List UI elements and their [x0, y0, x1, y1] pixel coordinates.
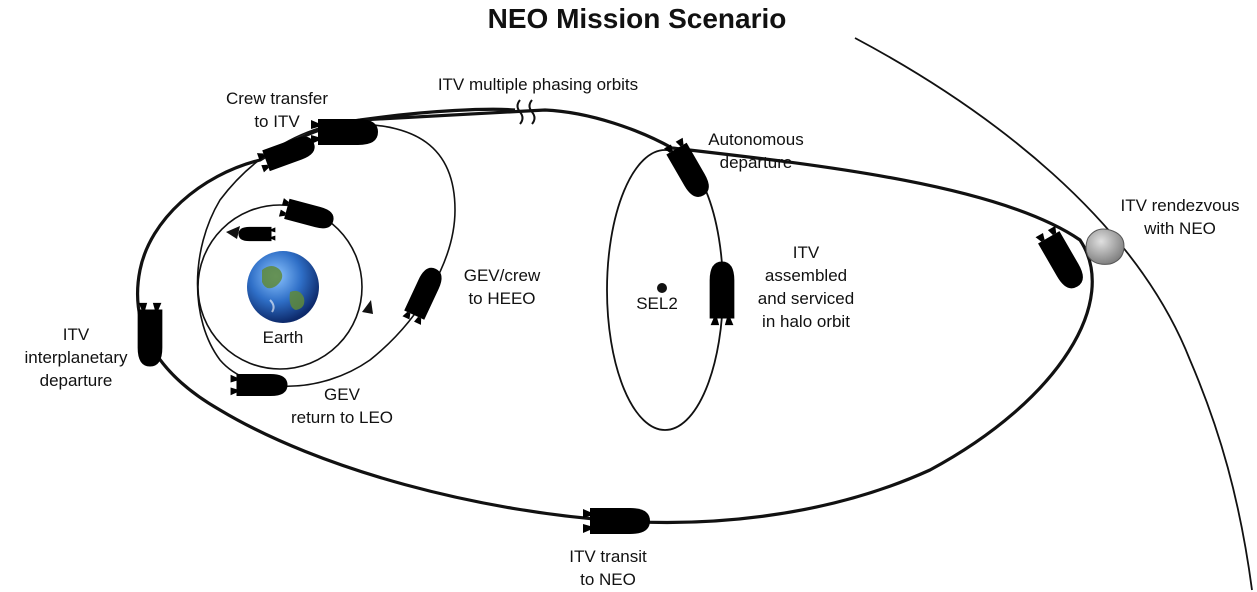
earth-icon	[247, 251, 319, 323]
itv-transit-craft-icon	[583, 508, 650, 534]
gev-small-leo-icon	[238, 226, 276, 242]
label-itv-rendezvous: ITV rendezvous with NEO	[1120, 196, 1239, 238]
gev-leo-craft-icon	[278, 197, 336, 232]
sel2-point	[657, 283, 667, 293]
svg-text:GEV: GEV	[324, 385, 361, 404]
label-gev-crew-heeo: GEV/crew to HEEO	[464, 266, 541, 308]
label-itv-interplanetary-departure: ITV interplanetary departure	[24, 325, 128, 390]
label-earth: Earth	[263, 328, 304, 347]
svg-text:Crew transfer: Crew transfer	[226, 89, 328, 108]
svg-text:to HEEO: to HEEO	[468, 289, 535, 308]
svg-text:ITV transit: ITV transit	[569, 547, 647, 566]
label-phasing-orbits: ITV multiple phasing orbits	[438, 75, 638, 94]
itv-transit-orbit	[136, 107, 1094, 525]
diagram-title: NEO Mission Scenario	[488, 3, 787, 34]
heeo-orbit	[196, 123, 456, 388]
label-sel2: SEL2	[636, 294, 678, 313]
neo-trajectory	[854, 37, 1253, 591]
label-itv-transit: ITV transit to NEO	[569, 547, 647, 589]
label-itv-assembled: ITV assembled and serviced in halo orbit	[758, 243, 854, 331]
svg-text:departure: departure	[40, 371, 113, 390]
itv-rendezvous-craft-icon	[1034, 225, 1088, 293]
svg-text:GEV/crew: GEV/crew	[464, 266, 541, 285]
itv-interplanetary-departure-craft-icon	[137, 302, 163, 367]
label-gev-return: GEV return to LEO	[291, 385, 393, 427]
svg-text:with NEO: with NEO	[1143, 219, 1216, 238]
phasing-break-mark	[516, 99, 536, 125]
svg-text:return to LEO: return to LEO	[291, 408, 393, 427]
gev-heeo-craft-icon	[401, 264, 446, 326]
itv-crew-transfer-craft-icon	[311, 119, 378, 145]
itv-autonomous-departure-craft-icon	[663, 137, 714, 202]
label-autonomous-departure: Autonomous departure	[708, 130, 803, 172]
itv-halo-craft-icon	[709, 261, 735, 326]
svg-text:ITV: ITV	[793, 243, 820, 262]
gev-crew-transfer-craft-icon	[256, 132, 318, 174]
neo-asteroid-icon	[1085, 228, 1125, 265]
svg-text:in halo orbit: in halo orbit	[762, 312, 850, 331]
gev-return-craft-icon	[230, 373, 288, 397]
svg-text:ITV: ITV	[63, 325, 90, 344]
leo-orbit	[197, 204, 363, 370]
heeo-arrow-icon	[362, 300, 373, 314]
svg-text:Autonomous: Autonomous	[708, 130, 803, 149]
svg-text:to NEO: to NEO	[580, 570, 636, 589]
svg-text:and serviced: and serviced	[758, 289, 854, 308]
leo-arrow-icon	[226, 226, 240, 239]
svg-text:departure: departure	[720, 153, 793, 172]
svg-text:ITV rendezvous: ITV rendezvous	[1120, 196, 1239, 215]
svg-text:assembled: assembled	[765, 266, 847, 285]
label-crew-transfer: Crew transfer to ITV	[226, 89, 328, 131]
svg-text:to ITV: to ITV	[254, 112, 300, 131]
svg-text:interplanetary: interplanetary	[24, 348, 128, 367]
